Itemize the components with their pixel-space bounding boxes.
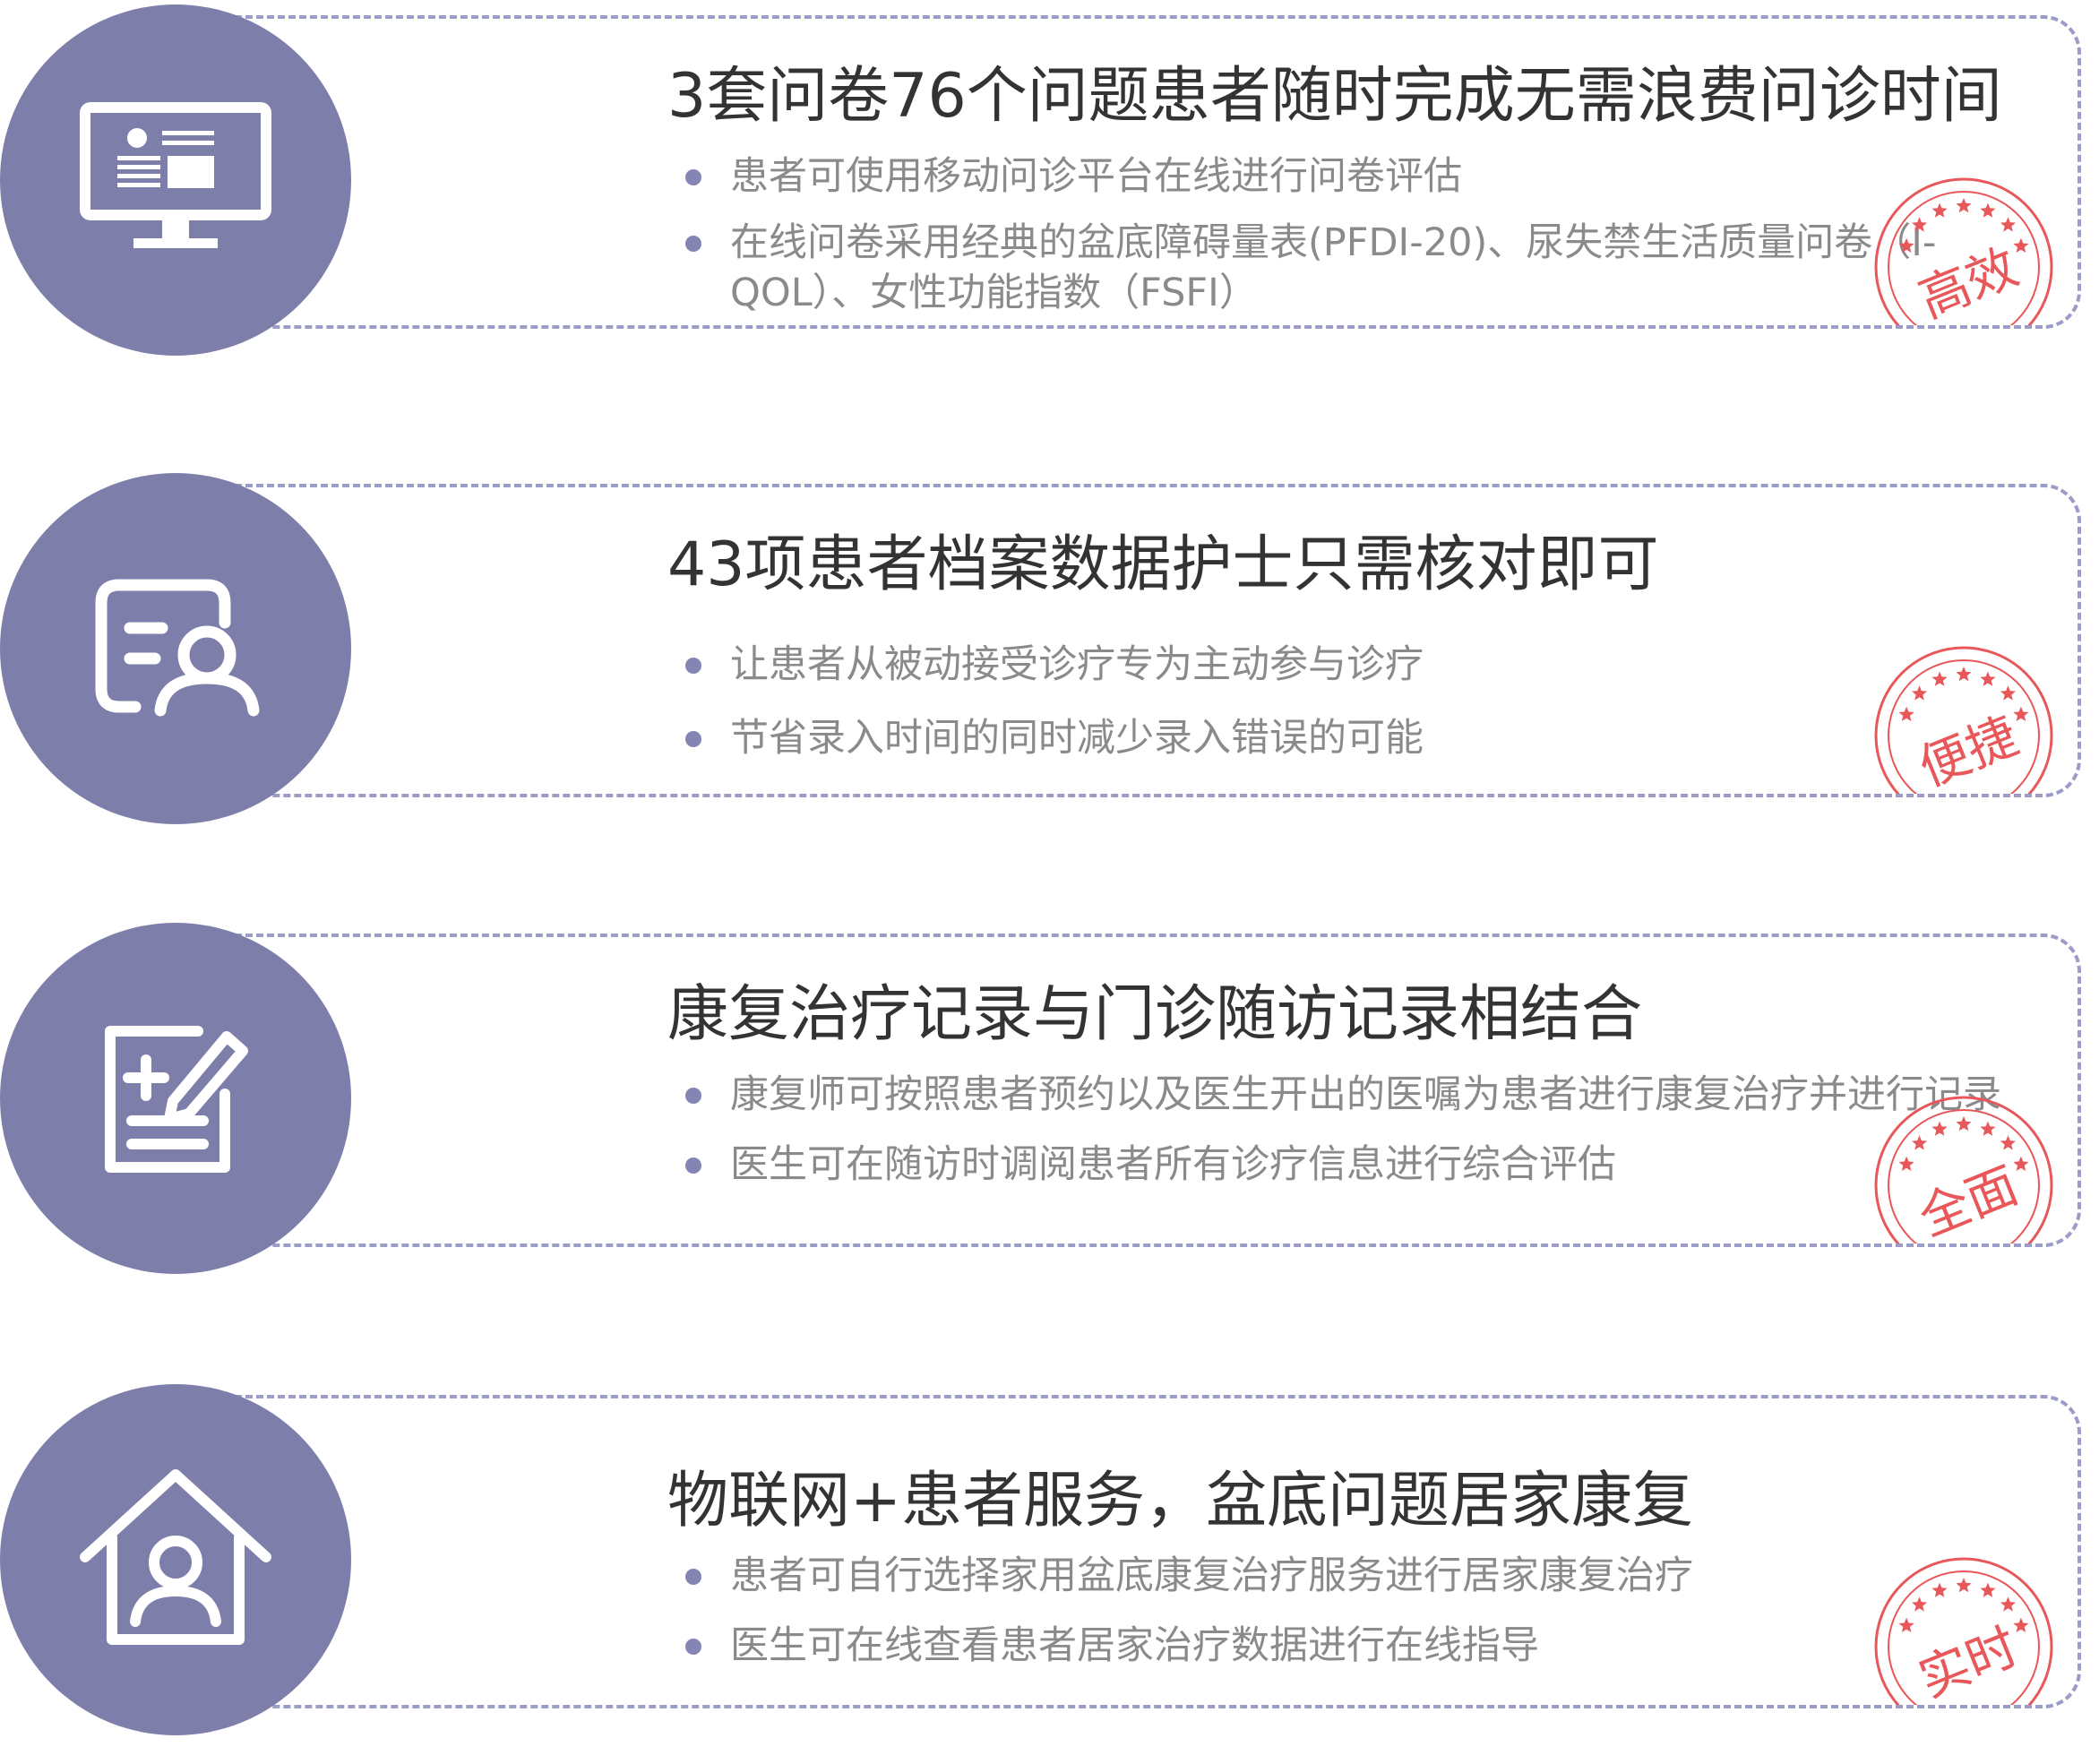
- stamp-ring-line: [1888, 659, 2040, 794]
- stamp-star-icon: [1898, 1617, 1914, 1632]
- stamp-badge: 便捷: [1870, 641, 2058, 794]
- stamp-star-icon: [1912, 685, 1928, 701]
- feature-bullets: 康复师可按照患者预约以及医生开出的医嘱为患者进行康复治疗并进行记录 医生可在随访…: [685, 1070, 2029, 1206]
- feature-title: 康复治疗记录与门诊随访记录相结合: [667, 979, 1643, 1050]
- stamp-star-icon: [1980, 202, 1996, 218]
- stamp-badge: 全面: [1870, 1091, 2058, 1243]
- stamp-star-icon: [1956, 667, 1972, 682]
- bullet-item: 让患者从被动接受诊疗专为主动参与诊疗: [685, 640, 2029, 690]
- feature-row-4: 物联网+患者服务，盆底问题居家康复 患者可自行选择家用盆底康复治疗服务进行居家康…: [0, 1384, 2099, 1738]
- edit-document-icon: [105, 1026, 248, 1173]
- stamp-star-icon: [2013, 1617, 2029, 1632]
- stamp-star-icon: [1912, 217, 1928, 232]
- stamp-star-icon: [1912, 1596, 1928, 1612]
- stamp-ring-line: [1888, 1570, 2040, 1705]
- stamp-ring-line: [1874, 177, 2053, 325]
- home-user-icon: [80, 1469, 271, 1645]
- stamp-ring-icon: [1874, 1557, 2053, 1705]
- stamp-star-icon: [1980, 1582, 1996, 1597]
- stamp-star-icon: [1956, 1116, 1972, 1132]
- feature-icon-circle: [0, 923, 351, 1274]
- stamp-ring-line: [1888, 1109, 2040, 1243]
- stamp-star-icon: [1912, 1135, 1928, 1150]
- stamp-star-icon: [2000, 685, 2016, 701]
- feature-card: 3套问卷76个问题患者随时完成无需浪费问诊时间 患者可使用移动问诊平台在线进行问…: [170, 15, 2081, 329]
- bullet-item: 患者可自行选择家用盆底康复治疗服务进行居家康复治疗: [685, 1551, 2029, 1601]
- bullet-item: 患者可使用移动问诊平台在线进行问卷评估: [685, 151, 2029, 202]
- profile-card-icon: [95, 579, 260, 717]
- feature-bullets: 患者可使用移动问诊平台在线进行问卷评估 在线问卷采用经典的盆底障碍量表(PFDI…: [685, 151, 2029, 325]
- stamp-ring-line: [1874, 646, 2053, 794]
- stamp-ring-line: [1874, 1557, 2053, 1705]
- stamp-star-icon: [1956, 1578, 1972, 1593]
- stamp-star-icon: [2013, 706, 2029, 721]
- feature-bullets: 患者可自行选择家用盆底康复治疗服务进行居家康复治疗 医生可在线查看患者居家治疗数…: [685, 1551, 2029, 1687]
- feature-title: 43项患者档案数据护士只需核对即可: [667, 529, 1659, 600]
- stamp-star-icon: [1931, 1121, 1948, 1136]
- feature-icon-circle: [0, 4, 351, 356]
- feature-bullets: 让患者从被动接受诊疗专为主动参与诊疗 节省录入时间的同时减少录入错误的可能: [685, 640, 2029, 779]
- stamp-star-icon: [1980, 671, 1996, 686]
- stamp-star-icon: [2013, 237, 2029, 253]
- bullet-item: 节省录入时间的同时减少录入错误的可能: [685, 713, 2029, 763]
- feature-title: 物联网+患者服务，盆底问题居家康复: [667, 1466, 1693, 1536]
- stamp-star-icon: [1931, 671, 1948, 686]
- stamp-star-icon: [1898, 1156, 1914, 1171]
- bullet-item: 在线问卷采用经典的盆底障碍量表(PFDI-20)、尿失禁生活质量问卷（I-QOL…: [685, 218, 2029, 318]
- feature-row-1: 3套问卷76个问题患者随时完成无需浪费问诊时间 患者可使用移动问诊平台在线进行问…: [0, 4, 2099, 358]
- stamp-badge: 实时: [1870, 1553, 2058, 1705]
- stamp-star-icon: [1931, 202, 1948, 218]
- feature-card: 物联网+患者服务，盆底问题居家康复 患者可自行选择家用盆底康复治疗服务进行居家康…: [170, 1395, 2081, 1708]
- stamp-star-icon: [2000, 1596, 2016, 1612]
- stamp-star-icon: [1956, 198, 1972, 213]
- feature-row-3: 康复治疗记录与门诊随访记录相结合 康复师可按照患者预约以及医生开出的医嘱为患者进…: [0, 923, 2099, 1277]
- stamp-star-icon: [2000, 217, 2016, 232]
- stamp-ring-icon: [1874, 1096, 2053, 1243]
- feature-icon-circle: [0, 473, 351, 824]
- feature-icon-circle: [0, 1384, 351, 1735]
- stamp-ring-line: [1874, 1096, 2053, 1243]
- stamp-star-icon: [1898, 706, 1914, 721]
- stamp-star-icon: [2013, 1156, 2029, 1171]
- bullet-item: 医生可在线查看患者居家治疗数据进行在线指导: [685, 1621, 2029, 1671]
- feature-card: 康复治疗记录与门诊随访记录相结合 康复师可按照患者预约以及医生开出的医嘱为患者进…: [170, 934, 2081, 1247]
- stamp-star-icon: [1898, 237, 1914, 253]
- feature-row-2: 43项患者档案数据护士只需核对即可 让患者从被动接受诊疗专为主动参与诊疗 节省录…: [0, 473, 2099, 827]
- stamp-star-icon: [1931, 1582, 1948, 1597]
- stamp-star-icon: [2000, 1135, 2016, 1150]
- stamp-ring-icon: [1874, 646, 2053, 794]
- bullet-item: 医生可在随访时调阅患者所有诊疗信息进行综合评估: [685, 1140, 2029, 1190]
- bullet-item: 康复师可按照患者预约以及医生开出的医嘱为患者进行康复治疗并进行记录: [685, 1070, 2029, 1120]
- monitor-icon: [80, 102, 271, 248]
- stamp-star-icon: [1980, 1121, 1996, 1136]
- feature-card: 43项患者档案数据护士只需核对即可 让患者从被动接受诊疗专为主动参与诊疗 节省录…: [170, 484, 2081, 797]
- stamp-badge: 高效: [1870, 173, 2058, 325]
- feature-title: 3套问卷76个问题患者随时完成无需浪费问诊时间: [667, 61, 2002, 132]
- stamp-ring-icon: [1874, 177, 2053, 325]
- stamp-ring-line: [1888, 191, 2040, 325]
